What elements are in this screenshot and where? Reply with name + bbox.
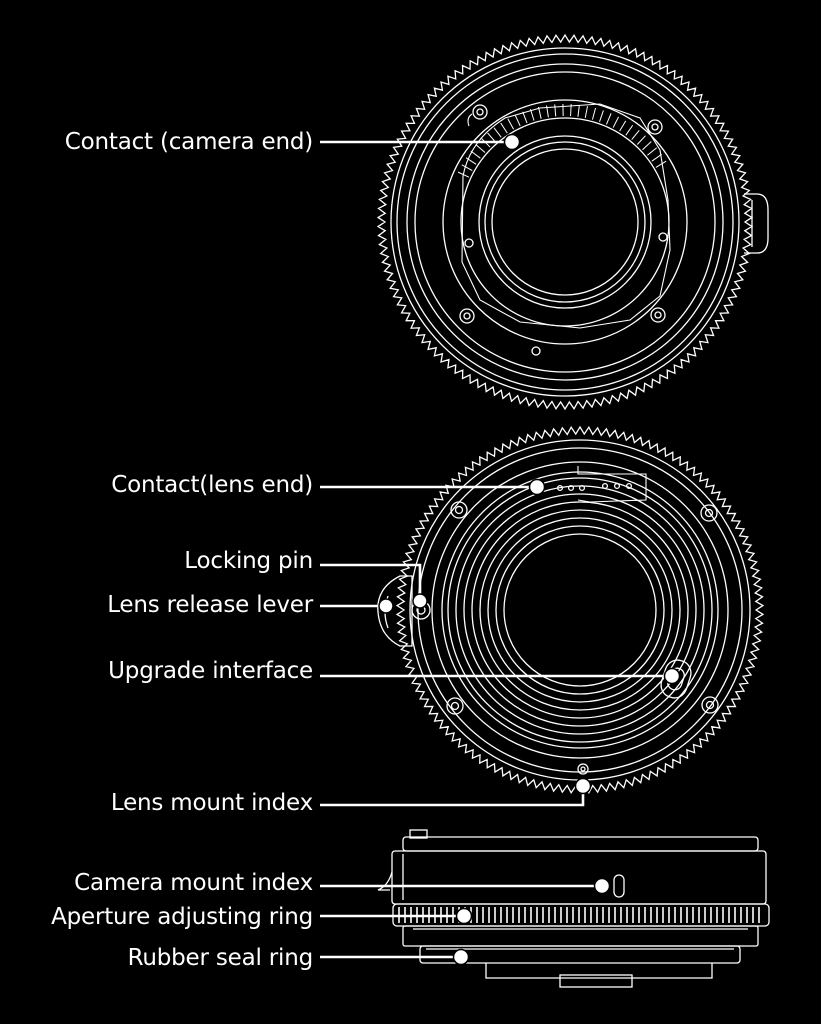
camera-end-view bbox=[376, 33, 769, 411]
lens-end-view bbox=[377, 425, 765, 795]
label-contact-camera-end: Contact (camera end) bbox=[64, 129, 313, 155]
contact-lens-end-dot bbox=[528, 478, 546, 496]
contact-camera-end-dot bbox=[503, 133, 521, 151]
lens-mount-index-dot bbox=[574, 777, 592, 795]
label-lens-release-lever: Lens release lever bbox=[107, 592, 313, 618]
rubber-seal-ring-dot bbox=[452, 948, 470, 966]
top-knurled-edge bbox=[376, 33, 754, 411]
lens-contact-dots bbox=[556, 482, 633, 492]
locking-pin-dot bbox=[412, 593, 428, 609]
leader-lines bbox=[320, 140, 672, 959]
label-locking-pin: Locking pin bbox=[184, 548, 313, 574]
camera-contact-ticks bbox=[457, 104, 667, 178]
upgrade-interface-dot bbox=[663, 667, 681, 685]
label-lens-mount-index: Lens mount index bbox=[110, 790, 313, 816]
lens-release-lever-dot bbox=[378, 598, 394, 614]
label-contact-lens-end: Contact(lens end) bbox=[111, 472, 313, 498]
label-upgrade-interface: Upgrade interface bbox=[108, 658, 313, 684]
camera-mount-index-dot bbox=[593, 877, 611, 895]
label-aperture-adjusting-ring: Aperture adjusting ring bbox=[51, 904, 313, 930]
mount-screws bbox=[459, 104, 666, 324]
label-camera-mount-index: Camera mount index bbox=[74, 870, 313, 896]
middle-knurled-edge bbox=[395, 425, 765, 795]
leader-dots bbox=[378, 133, 681, 966]
label-rubber-seal-ring: Rubber seal ring bbox=[127, 945, 314, 971]
side-profile-view bbox=[377, 829, 770, 988]
aperture-ring-dot bbox=[455, 907, 473, 925]
lens-mount-screws bbox=[446, 501, 719, 715]
